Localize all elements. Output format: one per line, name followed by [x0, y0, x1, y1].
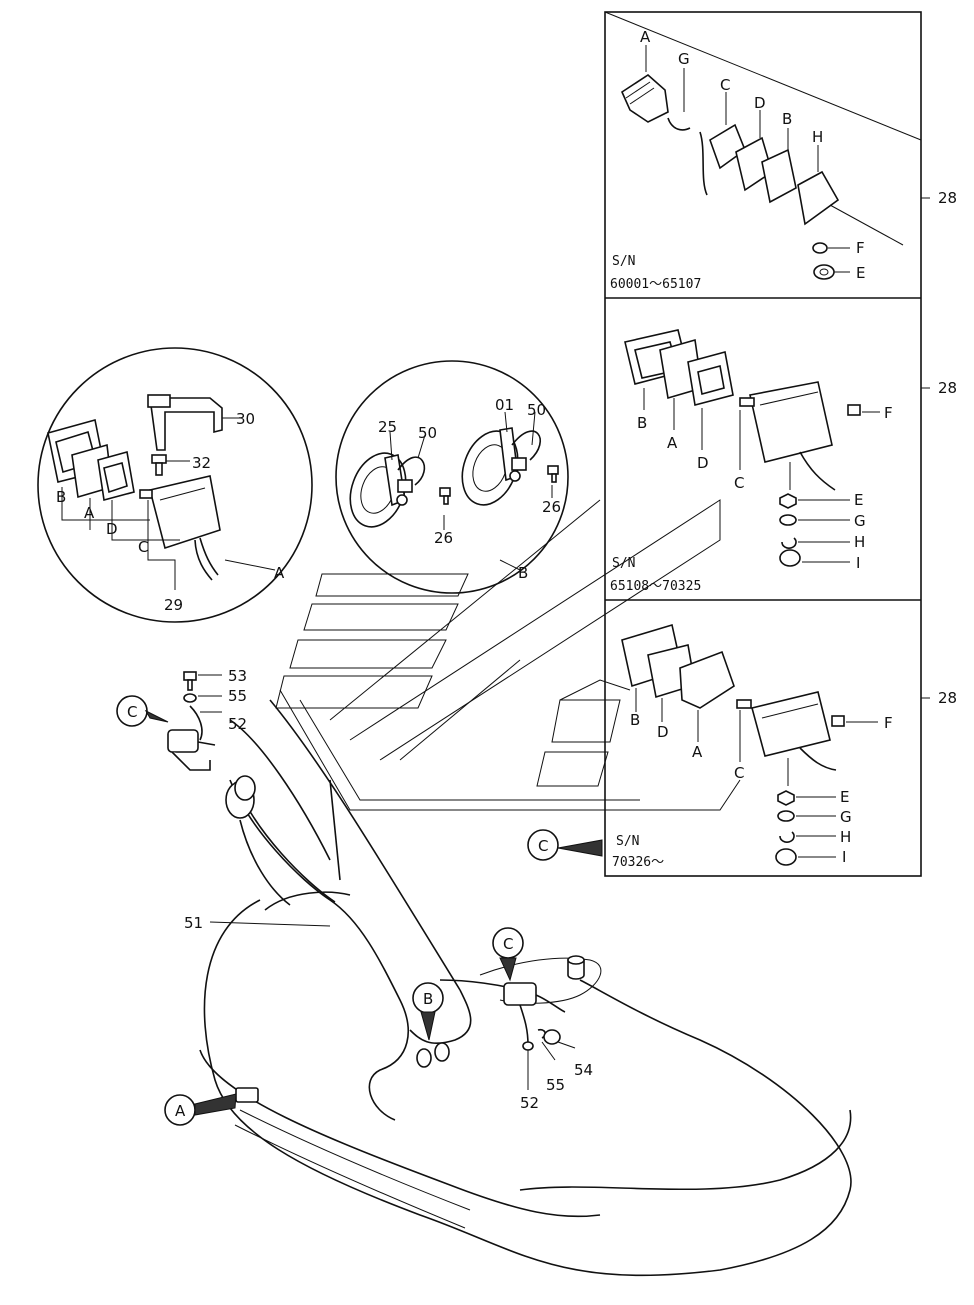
horn-b-markers [416, 1042, 450, 1068]
circle-a-label-a: A [84, 504, 95, 522]
circle-b-part-26b: 26 [542, 498, 561, 516]
callout-c-panel-letter: C [538, 837, 548, 855]
part-52-bottom: 52 [520, 1094, 539, 1112]
panel2-label-e: E [854, 491, 863, 509]
panel1-sn-range: 60001～65107 [610, 277, 701, 292]
callout-b-tank [412, 982, 444, 1041]
callout-a-tank-letter: A [175, 1102, 186, 1120]
boom-lamp [225, 775, 291, 906]
panel2-label-i: I [856, 554, 860, 572]
panel3-label-a: A [692, 743, 703, 761]
panel3-label-c: C [734, 764, 744, 782]
part-54: 54 [574, 1061, 593, 1079]
callout-c-panel [527, 829, 603, 861]
tank-body [199, 699, 852, 1277]
panel2-label-f: F [884, 404, 893, 422]
circle-a-part-30: 30 [236, 410, 255, 428]
panel3-sn-range: 70326～ [612, 855, 664, 870]
part-55-top: 55 [228, 687, 247, 705]
callout-c-topleft-letter: C [127, 703, 137, 721]
callout-a-tank [164, 1093, 237, 1126]
panel1-label-c: C [720, 76, 730, 94]
circle-a-part-32: 32 [192, 454, 211, 472]
callout-c-topleft [116, 695, 169, 727]
serial-panel [604, 11, 930, 877]
circle-a-title: A [274, 564, 285, 582]
callout-c-tank [492, 927, 524, 982]
panel1-label-h: H [812, 128, 823, 146]
circle-b-part-50a: 50 [418, 424, 437, 442]
panel2-sn-range: 65108～70325 [610, 579, 701, 594]
hose [229, 779, 409, 1121]
panel1-label-b: B [782, 110, 792, 128]
circle-b-title: B [518, 564, 528, 582]
detail-circle-a [37, 347, 313, 623]
panel3-label-d: D [657, 723, 669, 741]
panel3-sn: S/N [616, 834, 639, 849]
panel2-label-h: H [854, 533, 865, 551]
circle-b-part-26a: 26 [434, 529, 453, 547]
circle-a-part-29: 29 [164, 596, 183, 614]
panel1-label-d: D [754, 94, 766, 112]
panel1-label-f: F [856, 239, 865, 257]
panel3-part-28: 28 [938, 689, 957, 707]
panel2-label-g: G [854, 512, 866, 530]
panel1-label-a: A [640, 28, 651, 46]
lamp-c-assembly [167, 671, 222, 771]
circle-b-part-25: 25 [378, 418, 397, 436]
part-53: 53 [228, 667, 247, 685]
lamp-c-tank [503, 982, 576, 1090]
circle-a-label-b: B [56, 488, 66, 506]
panel2-part-28: 28 [938, 379, 957, 397]
callout-b-tank-letter: B [423, 990, 433, 1008]
circle-a-label-c: C [138, 538, 148, 556]
panel1-label-e: E [856, 264, 865, 282]
panel2-label-d: D [697, 454, 709, 472]
panel1-sn: S/N [612, 254, 635, 269]
panel1-part-28: 28 [938, 189, 957, 207]
panel3-label-e: E [840, 788, 849, 806]
panel2-label-c: C [734, 474, 744, 492]
panel2-label-b: B [637, 414, 647, 432]
part-51: 51 [184, 914, 203, 932]
panel1-label-g: G [678, 50, 690, 68]
detail-circle-b [335, 360, 569, 594]
panel3-label-g: G [840, 808, 852, 826]
part-55-bottom: 55 [546, 1076, 565, 1094]
panel3-label-f: F [884, 714, 893, 732]
panel2-sn: S/N [612, 556, 635, 571]
panel3-label-h: H [840, 828, 851, 846]
panel2-label-a: A [667, 434, 678, 452]
circle-a-label-d: D [106, 520, 118, 538]
panel3-label-b: B [630, 711, 640, 729]
lamp-a-marker [235, 1087, 259, 1103]
part-52-top: 52 [228, 715, 247, 733]
zigzag-arrow [275, 499, 741, 811]
circle-b-part-01: 01 [495, 396, 514, 414]
callout-c-tank-letter: C [503, 935, 513, 953]
circle-b-part-50b: 50 [527, 401, 546, 419]
panel3-label-i: I [842, 848, 846, 866]
